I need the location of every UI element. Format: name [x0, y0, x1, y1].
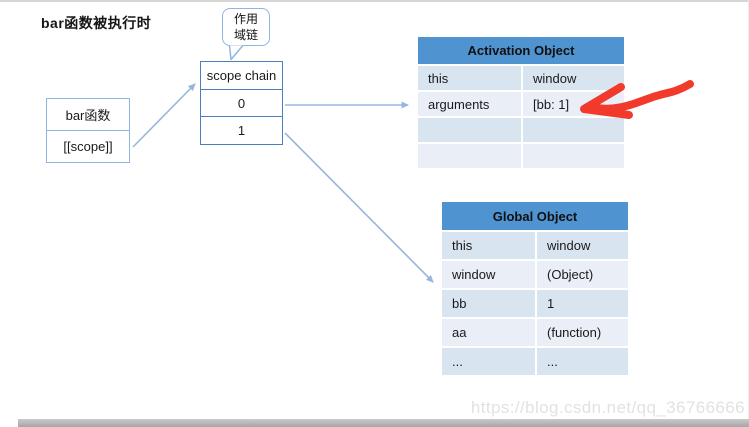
global-table-header: Global Object	[442, 202, 628, 230]
scope-chain-callout: 作用 域链	[222, 8, 270, 46]
table-row: this window	[418, 64, 624, 90]
scope-chain-box: scope chain 0 1	[200, 61, 283, 145]
scope-chain-item-0: 0	[201, 88, 282, 117]
arrow-chain-to-global	[284, 132, 434, 283]
bar-function-scope-property: [[scope]]	[47, 130, 129, 162]
table-row: aa (function)	[442, 317, 628, 346]
top-border-line	[0, 0, 749, 2]
scope-chain-title: scope chain	[206, 67, 277, 83]
cell-key: this	[418, 66, 523, 90]
table-row: window (Object)	[442, 259, 628, 288]
cell-key: arguments	[418, 92, 523, 116]
cell-key: ...	[442, 348, 537, 375]
cell-value: (function)	[547, 325, 602, 340]
callout-tail	[228, 44, 244, 61]
activation-table-header: Activation Object	[418, 37, 624, 64]
cell-value: window	[547, 238, 591, 253]
table-row: ... ...	[442, 346, 628, 375]
cell-key: aa	[442, 319, 537, 346]
callout-line-1: 作用	[233, 12, 258, 26]
activation-object-table: Activation Object this window arguments …	[418, 37, 624, 168]
cell-value: 1	[547, 296, 555, 311]
cell-value: window	[533, 70, 577, 86]
cell-value	[523, 144, 624, 168]
callout-line-2: 域链	[233, 28, 258, 42]
cell-value: [bb: 1]	[533, 96, 570, 112]
bar-function-name: bar函数	[65, 108, 111, 123]
watermark: https://blog.csdn.net/qq_36766666	[470, 398, 745, 417]
global-object-table: Global Object this window window (Object…	[442, 202, 628, 375]
cell-key: bb	[442, 290, 537, 317]
table-row: arguments [bb: 1]	[418, 90, 624, 116]
table-row: this window	[442, 230, 628, 259]
cell-key	[418, 118, 523, 142]
cell-value: (Object)	[547, 267, 594, 282]
diagram-title: bar函数被执行时	[41, 15, 152, 31]
horizontal-scrollbar[interactable]	[18, 419, 749, 427]
cell-key: window	[442, 261, 537, 288]
cell-key	[418, 144, 523, 168]
scope-chain-item-1: 1	[201, 116, 282, 144]
cell-key: this	[442, 232, 537, 259]
arrow-scope-to-chain	[132, 83, 196, 148]
table-row	[418, 142, 624, 168]
cell-value	[523, 118, 624, 142]
table-row	[418, 116, 624, 142]
bar-function-box: bar函数 [[scope]]	[46, 98, 130, 163]
table-row: bb 1	[442, 288, 628, 317]
cell-value: ...	[547, 354, 558, 369]
